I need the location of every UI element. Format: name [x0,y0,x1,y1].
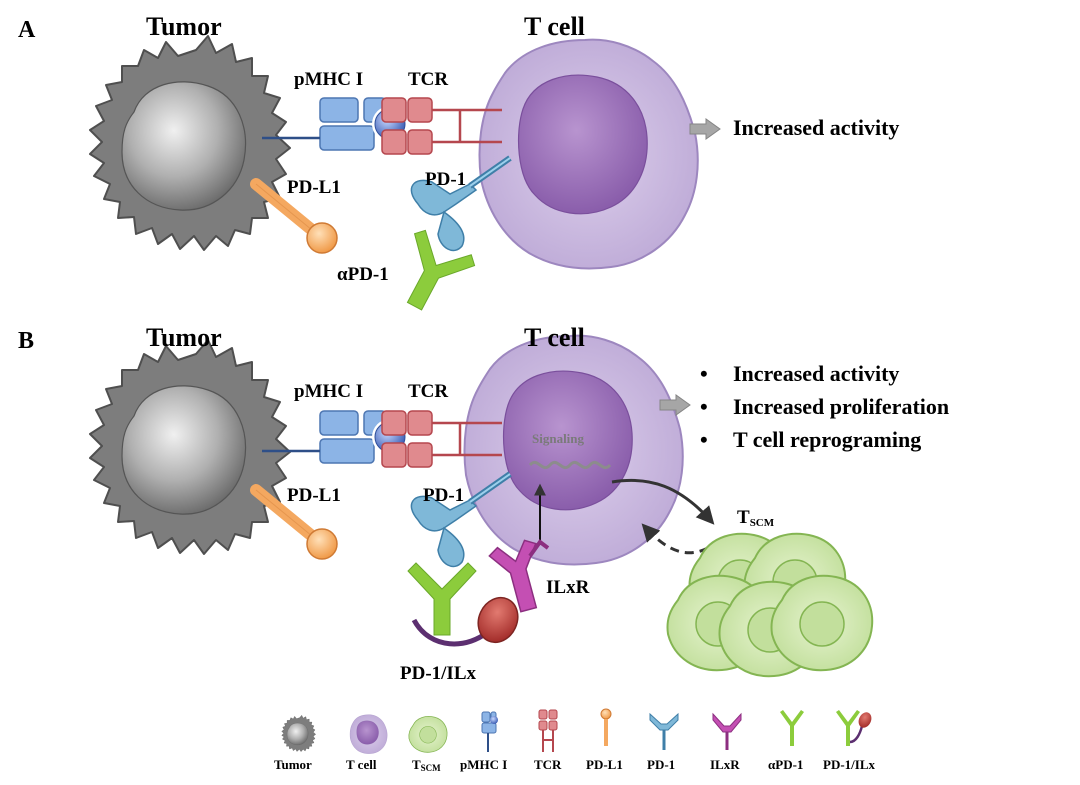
outcome-b-1: Increased activity [733,361,900,386]
ilxr-label: ILxR [546,577,590,598]
legend-tcr-label: TCR [534,757,562,772]
apd1-label-a: αPD-1 [337,264,389,285]
legend-fusion-label: PD-1/ILx [823,757,875,772]
outcome-b-3: T cell reprograming [733,427,922,452]
panel-b [89,334,874,678]
pd1-label-a: PD-1 [425,169,467,190]
tumor-title-b: Tumor [146,323,222,352]
legend-tumor-label: Tumor [274,757,312,772]
panel-b-letter: B [18,328,35,354]
pdl1-label-b: PD-L1 [287,485,341,506]
legend-apd1-label: αPD-1 [768,757,804,772]
legend-tcell-icon [349,714,388,754]
legend-tscm-icon [408,716,448,753]
legend-apd1-icon [780,710,804,746]
legend-tcr-icon [538,709,558,752]
tcr-label-b: TCR [408,381,449,402]
legend-ilxr-label: ILxR [710,757,740,772]
pd1-label-b: PD-1 [423,485,465,506]
tcell-title-b: T cell [524,323,585,352]
self-renewal-arrow [641,523,709,555]
t-cell-b [463,334,684,566]
tscm-label: TSCM [737,507,775,529]
outcome-bullet-2: • [700,394,708,419]
legend-pmhc-icon [481,711,498,752]
fusion-label: PD-1/ILx [400,663,476,684]
signaling-cascade [528,460,612,470]
t-cell-a [478,38,699,270]
ilxr-stalk [528,539,550,558]
outcome-bullet-1: • [700,361,708,386]
tcell-title-a: T cell [524,12,585,41]
legend-tcell-label: T cell [346,757,377,772]
signaling-label: Signaling [532,431,585,446]
legend-tscm-label: TSCM [412,757,441,773]
legend-icons [281,708,872,754]
pmhc-label-b: pMHC I [294,381,364,402]
panel-a [89,35,721,323]
pmhc-label-a: pMHC I [294,69,364,90]
outcome-arrow-b [659,394,691,416]
legend-tumor-icon [281,715,316,752]
tcr-label-a: TCR [408,69,449,90]
legend-pd1-label: PD-1 [647,757,676,772]
differentiation-arrow [611,478,715,525]
panel-a-letter: A [18,17,36,43]
tumor-cell-a [89,35,291,251]
legend-pmhc-label: pMHC I [460,757,508,772]
legend-ilxr-icon [712,712,742,750]
legend-pd1-icon [649,712,679,750]
outcome-b-2: Increased proliferation [733,394,950,419]
tscm-cluster [666,532,874,678]
pdl1-label-a: PD-L1 [287,177,341,198]
outcome-arrow-a [689,118,721,140]
legend-pdl1-icon [600,708,612,746]
tumor-title-a: Tumor [146,12,222,41]
tumor-cell-b [89,339,291,555]
outcome-a: Increased activity [733,115,900,140]
legend-pdl1-label: PD-L1 [586,757,623,772]
ilx-cytokine [477,596,519,644]
outcome-bullet-3: • [700,427,708,452]
legend-fusion-icon [836,710,872,746]
